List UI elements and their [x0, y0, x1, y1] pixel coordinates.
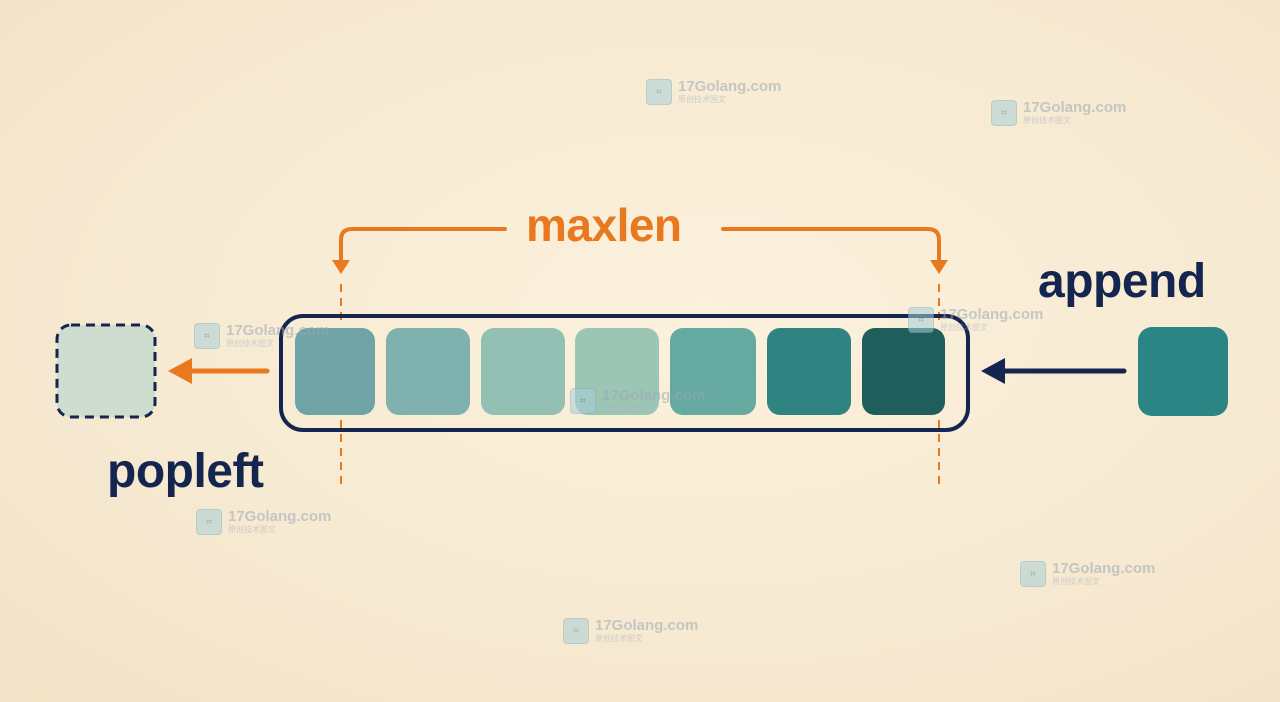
maxlen-left-arrowhead: [332, 260, 350, 274]
queue-item: [767, 328, 851, 415]
arrow-left-icon: [981, 358, 1005, 384]
deque-container: [279, 314, 970, 432]
queue-items: [295, 328, 945, 415]
popleft-label: popleft: [107, 445, 264, 498]
queue-item: [670, 328, 756, 415]
popleft-arrow: [168, 358, 270, 384]
queue-item: [575, 328, 659, 415]
popped-item: [55, 323, 157, 419]
incoming-item: [1138, 327, 1228, 416]
queue-item: [386, 328, 470, 415]
maxlen-bracket-right: [721, 227, 941, 264]
queue-item: [862, 328, 945, 415]
maxlen-right-arrowhead: [930, 260, 948, 274]
append-arrow: [981, 358, 1127, 384]
append-label: append: [1038, 255, 1206, 308]
queue-item: [295, 328, 375, 415]
maxlen-bracket-left: [339, 227, 507, 264]
queue-item: [481, 328, 565, 415]
maxlen-label: maxlen: [526, 199, 682, 251]
arrow-left-icon: [168, 358, 192, 384]
maxlen-bracket: [339, 227, 941, 264]
